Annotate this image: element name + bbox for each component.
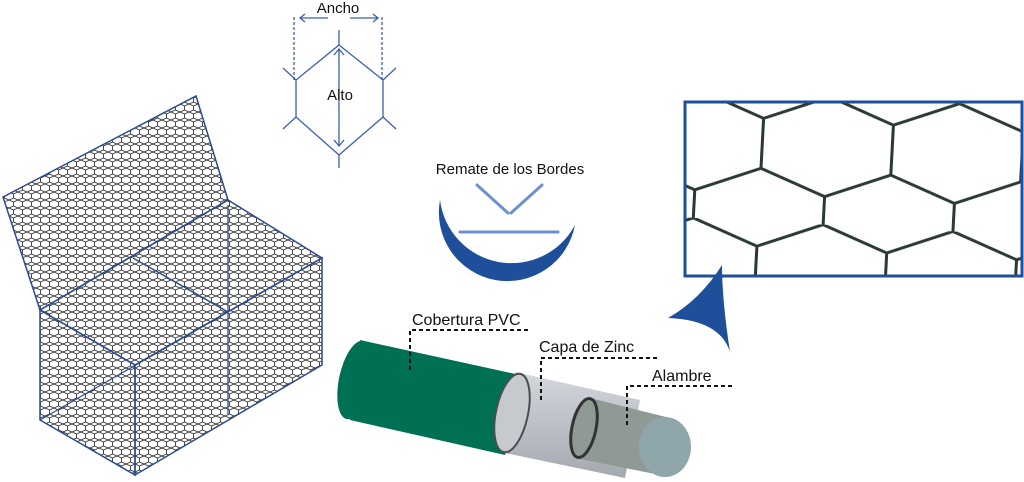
wire-end [639, 417, 691, 477]
hexagon-cell-diagram [282, 13, 397, 168]
gabion-edge [39, 311, 229, 421]
gabion-divider [132, 257, 229, 313]
pvc-coating-label: Cobertura PVC [412, 312, 521, 329]
callout-pointer [668, 265, 730, 352]
wire-label: Alambre [652, 368, 712, 385]
pvc-coating-end [337, 340, 373, 420]
pvc-coating [350, 340, 520, 455]
wire-leader-line [626, 385, 735, 425]
wire-cross-section: Cobertura PVC Capa de Zinc Alambre [337, 312, 735, 478]
gabion-box [2, 94, 324, 477]
zinc-layer-label: Capa de Zinc [539, 339, 634, 356]
mesh-closeup-frame [683, 100, 1024, 278]
width-label: Ancho [317, 0, 360, 17]
crescent-shadow [438, 200, 575, 282]
crescent-shadow [255, 55, 400, 190]
edge-finish-label: Remate de los Bordes [436, 161, 584, 178]
height-label: Alto [327, 87, 353, 104]
height-arrowheads [333, 47, 345, 148]
wire-core-edge [569, 397, 599, 459]
edge-finish-detail: Remate de los Bordes [436, 161, 584, 282]
zinc-layer-end [493, 372, 531, 454]
mesh-closeup [668, 100, 1024, 352]
leader-lines [409, 329, 735, 425]
mesh-closeup-pattern [685, 102, 1022, 276]
edge-wire-diagram [458, 183, 560, 234]
width-arrow [298, 13, 380, 23]
zinc-leader-line [540, 357, 660, 400]
mesh-dimension-detail: Ancho Alto [255, 0, 400, 190]
